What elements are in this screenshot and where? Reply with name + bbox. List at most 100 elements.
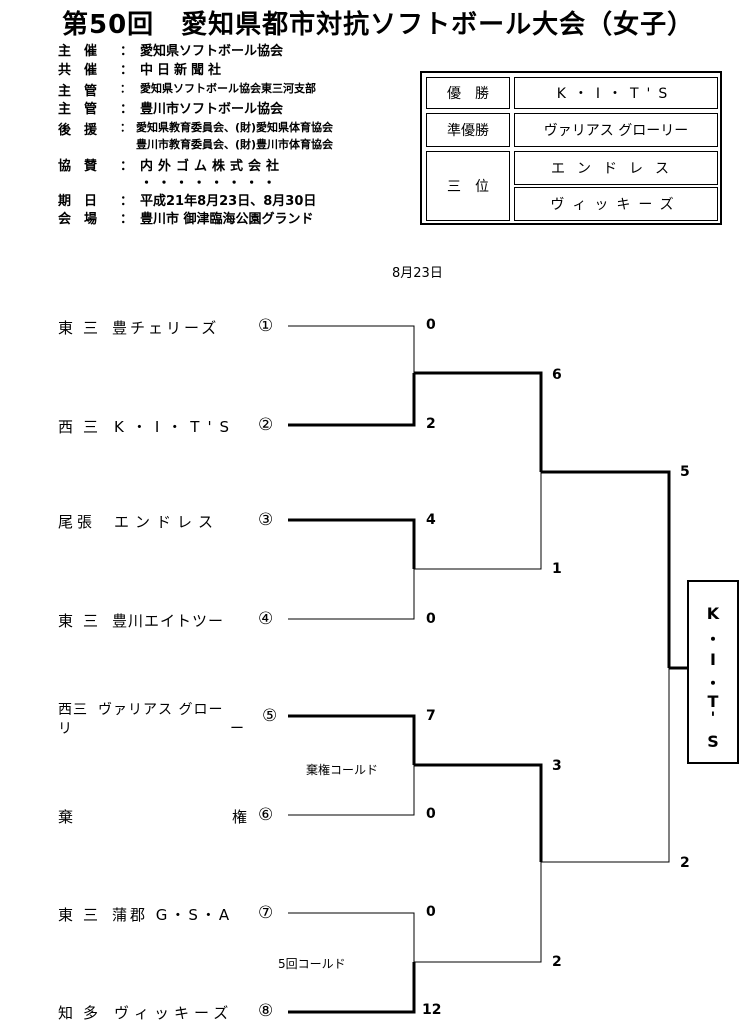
info-value: 豊川市 御津臨海公園グランド xyxy=(140,212,314,227)
note-forfeit-called: 棄権コールド xyxy=(306,763,379,777)
champion-value: K・I・T'S xyxy=(514,77,718,109)
winner-char: S xyxy=(707,732,719,751)
info-value: 中日新聞社 xyxy=(140,63,226,78)
team-1: 東三豊チェリーズ xyxy=(58,317,219,338)
info-row-support: 後 援 ： 愛知県教育委員会、(財)愛知県体育協会 xyxy=(58,119,398,139)
line-team-6 xyxy=(288,765,415,816)
score-team-4: 0 xyxy=(426,611,436,627)
line-team-3 xyxy=(288,518,416,569)
winner-char: T xyxy=(707,692,719,711)
winner-char: ' xyxy=(710,708,716,727)
line-winner-g1 xyxy=(414,371,543,472)
team-area: 東三 xyxy=(58,319,109,337)
colon: ： xyxy=(120,102,134,117)
team-1-number: ① xyxy=(258,316,275,336)
team-area: 東三 xyxy=(58,906,109,924)
colon: ： xyxy=(120,121,131,134)
line-team-7 xyxy=(288,912,415,962)
team-5-line2: リ xyxy=(58,721,73,737)
line-team-2 xyxy=(288,373,416,427)
colon: ： xyxy=(120,44,134,59)
line-group xyxy=(288,325,688,1014)
team-3: 尾張エンドレス xyxy=(58,511,219,532)
third-value-1: エンドレス xyxy=(514,151,718,185)
info-label: 主 管 xyxy=(58,102,98,117)
colon: ： xyxy=(120,194,134,209)
line-team-8 xyxy=(288,962,416,1014)
team-2-number: ② xyxy=(258,415,275,435)
team-8: 知多ヴィッキーズ xyxy=(58,1002,233,1023)
score-final-top: 5 xyxy=(680,464,690,480)
line-winner-g4 xyxy=(414,862,542,963)
score-final-bottom: 2 xyxy=(680,855,690,871)
team-area: 東三 xyxy=(58,612,109,630)
score-team-6: 0 xyxy=(426,806,436,822)
line-winner-g3 xyxy=(414,763,543,862)
info-label: 主 管 xyxy=(58,84,98,99)
team-5: 西三ヴァリアス グロー xyxy=(58,699,223,719)
winner-box: K ・ I ・ T ' S xyxy=(687,580,739,764)
note-5th-inning-called: 5回コールド xyxy=(278,957,346,971)
info-row-sponsor: 協 賛 ： 内外ゴム株式会社 xyxy=(58,155,398,175)
info-row-cosponsor: 共 催：中日新聞社 xyxy=(58,59,398,79)
team-area: 尾張 xyxy=(58,513,97,531)
colon: ： xyxy=(120,159,134,174)
info-row-management2: 主 管 ： 豊川市ソフトボール協会 xyxy=(58,98,398,118)
score-semi-1-top: 6 xyxy=(552,367,562,383)
line-team-5 xyxy=(288,714,416,765)
team-name: ヴィッキーズ xyxy=(114,1004,234,1022)
score-team-1: 0 xyxy=(426,317,436,333)
info-row-support2: 豊川市教育委員会、(財)豊川市体育協会 xyxy=(58,136,398,154)
dots-row: ・ ・ ・ ・ ・ ・ ・ ・ xyxy=(140,176,276,191)
team-5-line3: ー xyxy=(230,721,245,737)
winner-char: K xyxy=(706,604,720,623)
winner-char: I xyxy=(710,650,716,669)
champion-label: 優 勝 xyxy=(426,77,510,109)
team-name: エンドレス xyxy=(114,513,220,531)
colon: ： xyxy=(120,82,131,95)
colon: ： xyxy=(120,212,134,227)
info-value: 愛知県ソフトボール協会 xyxy=(140,44,284,59)
team-7: 東三蒲郡 G・S・A xyxy=(58,904,232,925)
page-title: 第50回 愛知県都市対抗ソフトボール大会（女子） xyxy=(62,10,695,40)
team-name: 豊川エイトツー xyxy=(112,612,225,630)
info-row-venue: 会 場 ： 豊川市 御津臨海公園グランド xyxy=(58,208,398,228)
info-value: 内外ゴム株式会社 xyxy=(140,159,285,174)
third-label: 三 位 xyxy=(426,151,510,221)
team-4-number: ④ xyxy=(258,609,275,629)
team-name: ヴァリアス グロー xyxy=(98,702,224,718)
team-name: 蒲郡 G・S・A xyxy=(112,906,233,924)
team-name: 豊チェリーズ xyxy=(112,319,220,337)
info-row-management: 主 管 ： 愛知県ソフトボール協会東三河支部 xyxy=(58,80,398,100)
runnerup-value: ヴァリアス グローリー xyxy=(514,113,718,147)
score-team-3: 4 xyxy=(426,512,436,528)
team-6-name: 権 xyxy=(232,808,249,826)
info-label: 後 援 xyxy=(58,123,98,138)
team-6-number: ⑥ xyxy=(258,805,275,825)
score-team-2: 2 xyxy=(426,416,436,432)
line-semi-2 xyxy=(541,668,670,863)
team-3-number: ③ xyxy=(258,510,275,530)
info-row-organizer: 主 催：愛知県ソフトボール協会 xyxy=(58,40,398,60)
info-value: 愛知県教育委員会、(財)愛知県体育協会 xyxy=(136,121,334,134)
score-team-5: 7 xyxy=(426,708,436,724)
info-value: 愛知県ソフトボール協会東三河支部 xyxy=(140,82,316,95)
team-7-number: ⑦ xyxy=(258,903,275,923)
team-area: 西三 xyxy=(58,702,88,718)
team-8-number: ⑧ xyxy=(258,1001,275,1021)
info-label: 期 日 xyxy=(58,194,98,209)
info-label: 協 賛 xyxy=(58,159,98,174)
score-semi-2-top: 3 xyxy=(552,758,562,774)
line-team-1 xyxy=(288,325,415,373)
info-value: 豊川市教育委員会、(財)豊川市体育協会 xyxy=(136,138,334,151)
info-label: 会 場 xyxy=(58,212,98,227)
team-name: K・I・T'S xyxy=(114,418,238,436)
team-area: 知多 xyxy=(58,1004,109,1022)
info-value: 豊川市ソフトボール協会 xyxy=(140,102,284,117)
colon: ： xyxy=(120,63,134,78)
bracket-date: 8月23日 xyxy=(392,266,443,281)
winner-char: ・ xyxy=(704,674,721,693)
winner-char: ・ xyxy=(704,630,721,649)
runnerup-label: 準優勝 xyxy=(426,113,510,147)
